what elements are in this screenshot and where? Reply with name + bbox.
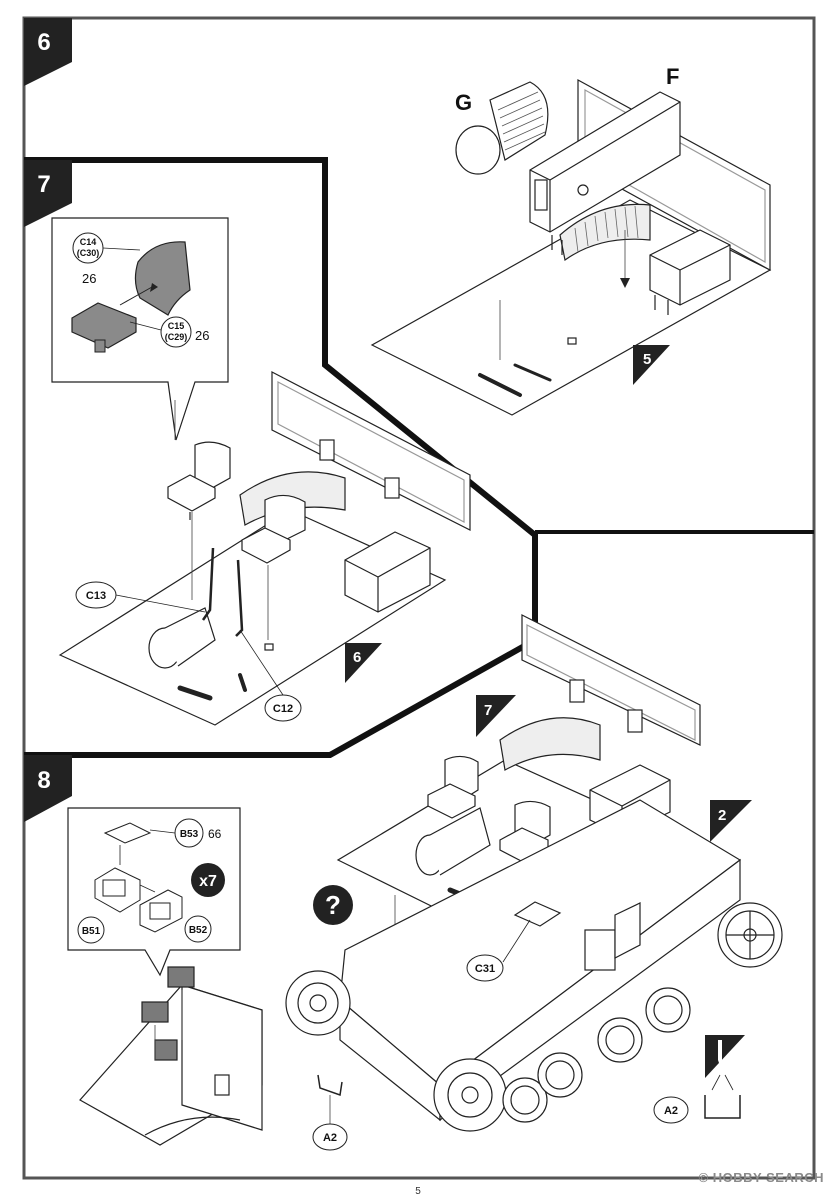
- part-label-B53: B53: [180, 829, 199, 840]
- quantity-C14: 26: [82, 271, 96, 286]
- step8-ref-7: 7: [476, 695, 516, 737]
- watermark-symbol: ©: [698, 1170, 709, 1185]
- drill-icon: [705, 1035, 745, 1078]
- part-G: [455, 81, 549, 175]
- ref-label-2: 2: [718, 807, 726, 824]
- ref-label-6: 6: [353, 649, 361, 666]
- step8-ref-2: 2: [710, 800, 752, 842]
- part-C31: [513, 901, 562, 927]
- callout-C13: [75, 581, 206, 613]
- question-icon: ?: [313, 885, 353, 925]
- step6-assembly: [370, 78, 772, 416]
- step8-hull: [285, 799, 783, 1132]
- step7-badge: 7: [24, 160, 72, 227]
- part-label-G: G: [455, 90, 472, 115]
- part-label-C31: C31: [475, 963, 495, 975]
- step7-rear-wall: [271, 371, 471, 531]
- ref-label-7: 7: [484, 702, 492, 719]
- step7-assembly: [58, 371, 471, 726]
- part-label-C13: C13: [86, 590, 106, 602]
- callout-A2-left: [312, 1123, 348, 1151]
- quantity-B53: 66: [208, 827, 222, 841]
- step6-number: 6: [37, 29, 50, 56]
- part-A2-bracket: [317, 1074, 343, 1097]
- part-label-A2-left: A2: [323, 1132, 337, 1144]
- watermark: © HOBBY SEARCH: [699, 1170, 824, 1185]
- multiplier-x7: x7: [199, 873, 217, 890]
- quantity-C15: 26: [195, 328, 209, 343]
- step8-detail-assembly: [79, 966, 263, 1146]
- step7-border: [24, 157, 538, 758]
- step7-number: 7: [37, 171, 50, 198]
- page-number: 5: [415, 1186, 421, 1197]
- step7-ref-6: 6: [345, 643, 382, 683]
- part-C14-seat-back: [134, 241, 191, 316]
- question-mark: ?: [325, 890, 341, 920]
- step8-badge: 8: [24, 755, 72, 822]
- step8-callout: [67, 807, 241, 977]
- part-label-A2-right: A2: [664, 1105, 678, 1117]
- ref-label-5: 5: [643, 351, 651, 368]
- callout-A2-right: [653, 1074, 741, 1124]
- part-label-C30: (C30): [77, 248, 100, 258]
- step8-number: 8: [37, 767, 50, 794]
- part-label-B52: B52: [189, 925, 208, 936]
- part-B53: [103, 822, 152, 844]
- step7-callout: [51, 217, 229, 441]
- part-label-C15: C15: [168, 321, 185, 331]
- part-label-C29: (C29): [165, 332, 188, 342]
- part-C15-seat-cushion: [71, 302, 137, 349]
- part-label-F: F: [666, 64, 679, 89]
- callout-C12: [239, 629, 302, 722]
- step6-ref-5: 5: [633, 345, 670, 385]
- part-label-C12: C12: [273, 703, 293, 715]
- watermark-text: HOBBY SEARCH: [712, 1170, 824, 1185]
- part-label-C14: C14: [80, 237, 97, 247]
- callout-C31: [466, 919, 531, 982]
- page-frame: [22, 16, 816, 1180]
- step6-badge: 6: [24, 18, 72, 86]
- part-F: [529, 91, 681, 255]
- part-label-B51: B51: [82, 926, 101, 937]
